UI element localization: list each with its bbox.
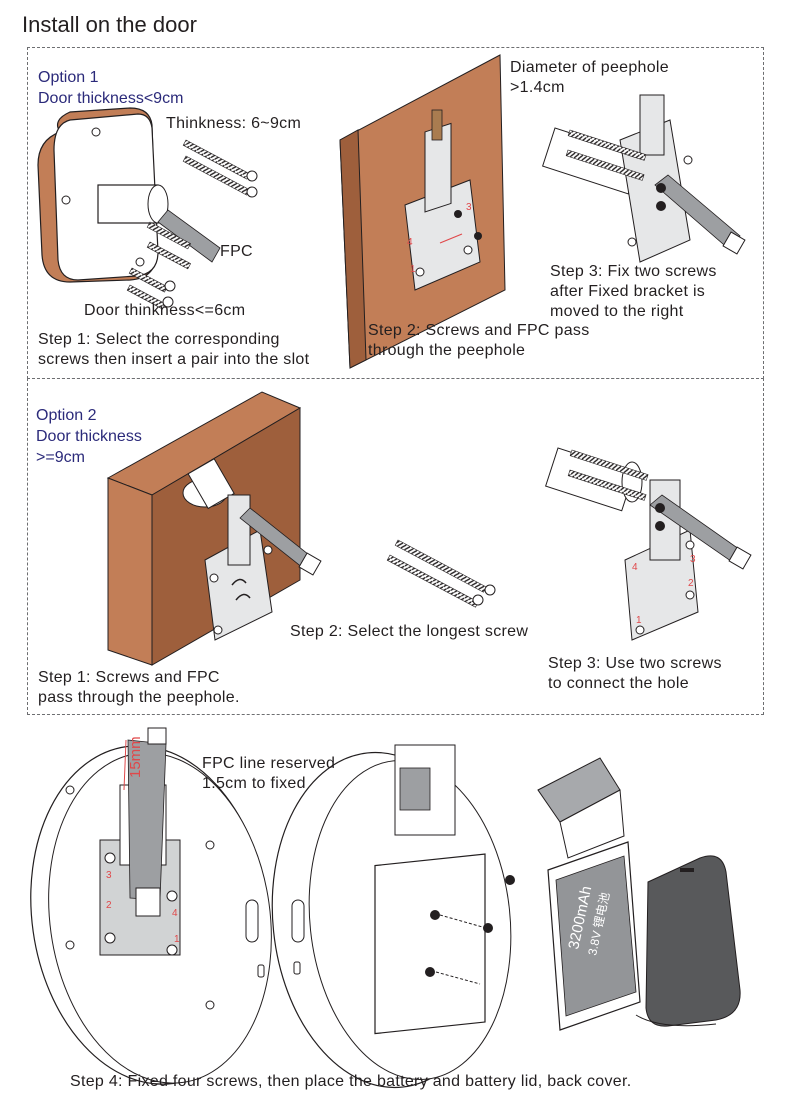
bracket-number-1b: 1 (636, 615, 642, 626)
battery: 3200mAh 3.8V 锂电池 (537, 757, 641, 1031)
bracket-number-1: 1 (410, 264, 416, 275)
option2-step2: Step 2: Select the longest screw (290, 623, 529, 640)
fpc-reserved-line2: 1.5cm to fixed (202, 775, 306, 792)
option1-diameter-line1: Diameter of peephole (510, 59, 669, 76)
option1-thin-door-label: Door thinkness<=6cm (84, 302, 246, 319)
bracket-number-4c: 4 (172, 908, 178, 919)
option1-door-slab: 4 1 3 (339, 54, 506, 369)
option2-condition-line2: >=9cm (36, 449, 85, 466)
fpc-measure-label: 15mm (127, 736, 144, 778)
back-cover (635, 855, 741, 1027)
option1-condition: Door thickness<9cm (38, 90, 184, 107)
option2-bracket-assembly: 3 2 4 1 (545, 447, 752, 641)
option1-step2-line2: through the peephole (368, 342, 526, 359)
option2-step3-line1: Step 3: Use two screws (548, 655, 722, 672)
page-title: Install on the door (22, 12, 197, 37)
option2-label: Option 2 (36, 407, 97, 424)
option1-label: Option 1 (38, 69, 99, 86)
bracket-number-3b: 3 (690, 554, 696, 565)
option1-fpc-label: FPC (220, 243, 253, 260)
option2-step3-line2: to connect the hole (548, 675, 689, 692)
bracket-number-2b: 2 (688, 578, 694, 589)
option2-step1-line1: Step 1: Screws and FPC (38, 669, 220, 686)
fpc-reserved-line1: FPC line reserved (202, 755, 336, 772)
bracket-number-1c: 1 (174, 934, 180, 945)
option2-panel (27, 378, 764, 715)
option2-condition-line1: Door thickness (36, 428, 142, 445)
bracket-number-2c: 2 (106, 900, 112, 911)
option2-door-block (106, 391, 322, 666)
option1-step2-line1: Step 2: Screws and FPC pass (368, 322, 590, 339)
longest-screws (386, 539, 496, 608)
option1-step1-line1: Step 1: Select the corresponding (38, 331, 280, 348)
bracket-number-3c: 3 (106, 870, 112, 881)
option1-thinkness-label: Thinkness: 6~9cm (166, 115, 302, 132)
step4-caption: Step 4: Fixed four screws, then place th… (70, 1073, 632, 1090)
option2-step1-line2: pass through the peephole. (38, 689, 240, 706)
bracket-number-4b: 4 (632, 562, 638, 573)
option1-step1-line2: screws then insert a pair into the slot (38, 351, 310, 368)
option1-bracket-assembly (542, 94, 746, 263)
device-open-housing (271, 744, 515, 1089)
option1-step3-line3: moved to the right (550, 303, 684, 320)
option1-step3-line1: Step 3: Fix two screws (550, 263, 717, 280)
bracket-number-4: 4 (407, 237, 413, 248)
option1-diameter-line2: >1.4cm (510, 79, 565, 96)
bracket-number-3: 3 (466, 202, 472, 213)
device-back-plate: 3 2 4 1 (30, 727, 272, 1085)
option1-device-back (37, 107, 258, 310)
option1-step3-line2: after Fixed bracket is (550, 283, 706, 300)
